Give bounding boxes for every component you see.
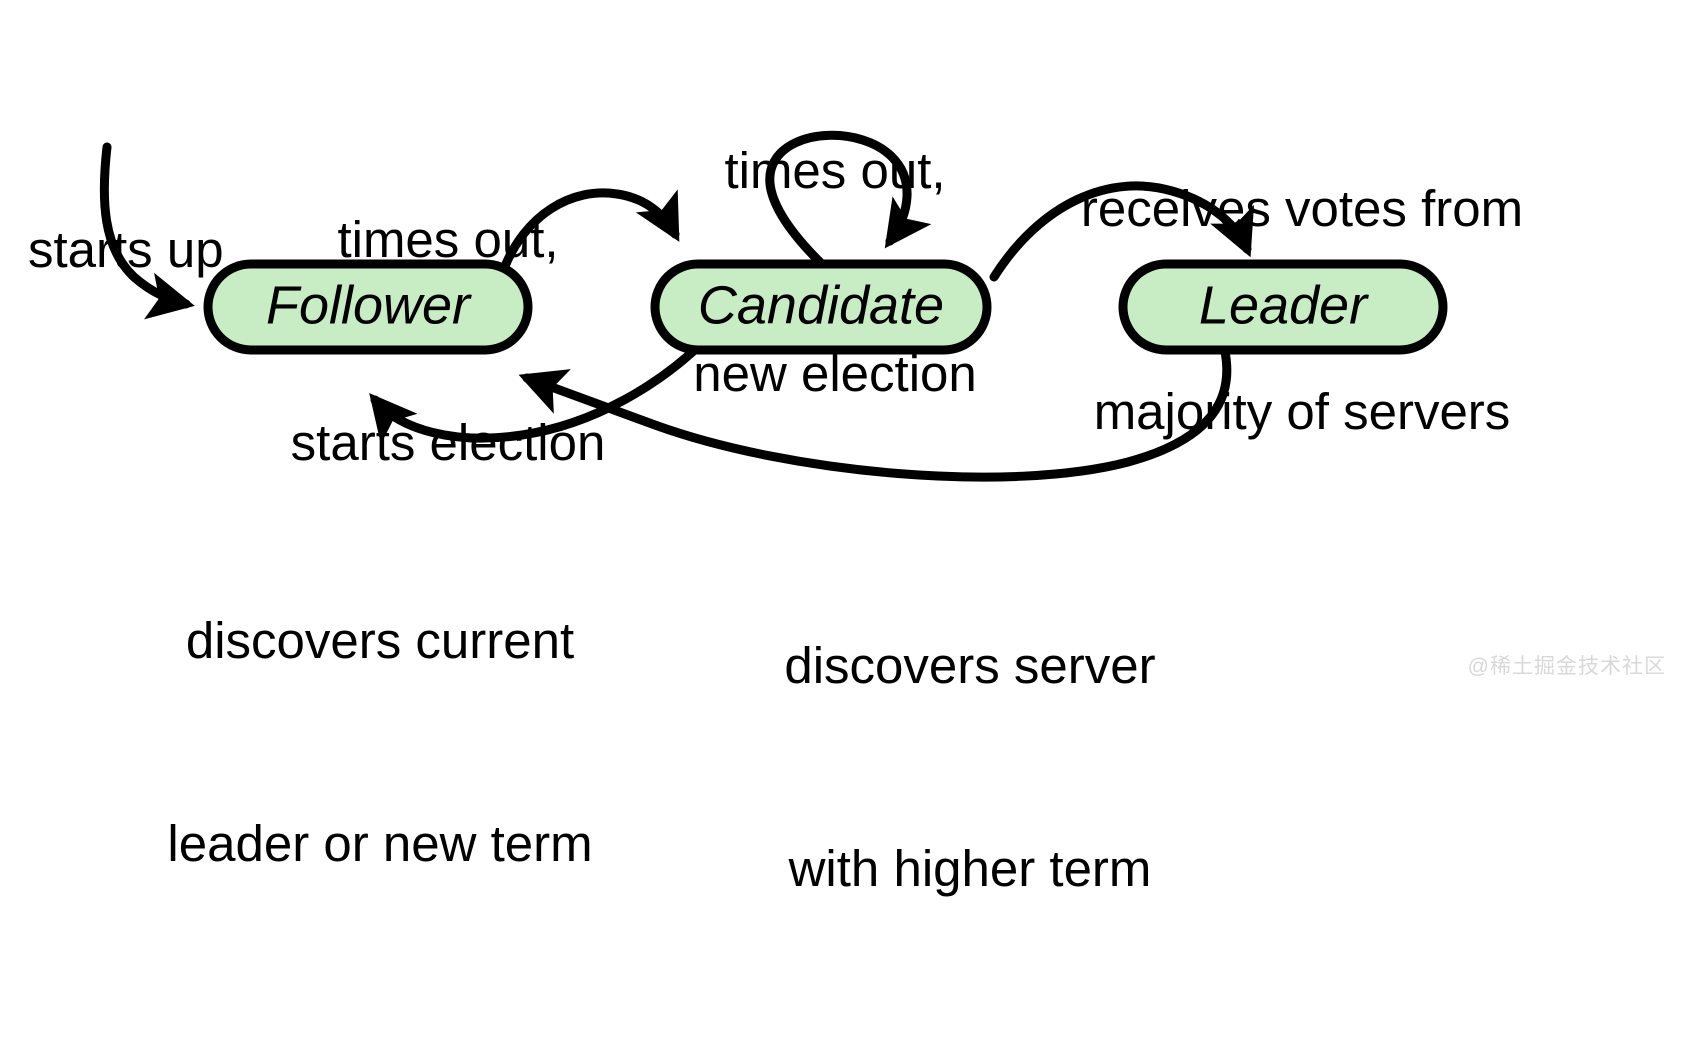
watermark: @稀土掘金技术社区 xyxy=(1467,655,1666,678)
edge-label-discovers-current-leader: discovers current leader or new term xyxy=(120,471,640,1014)
edge-label-times-out-new-election-line1: times out, xyxy=(724,141,946,199)
state-diagram-svg: Follower Candidate Leader xyxy=(99,130,1448,482)
edge-label-discovers-server-higher-term: discovers server with higher term xyxy=(735,496,1205,1039)
edge-leader-to-follower xyxy=(518,342,1232,482)
diagram-canvas: Follower Candidate Leader starts up time… xyxy=(28,1,1666,898)
edge-follower-to-candidate xyxy=(498,188,680,276)
edge-label-discovers-server-higher-term-line2: with higher term xyxy=(788,840,1152,898)
edge-label-receives-votes: receives votes from majority of servers xyxy=(1032,39,1572,582)
node-leader-label: Leader xyxy=(1199,275,1369,335)
node-candidate[interactable]: Candidate xyxy=(650,259,992,355)
edge-label-receives-votes-line1: receives votes from xyxy=(1080,179,1524,237)
edge-label-times-out-new-election-line2: new election xyxy=(693,345,977,403)
edge-label-discovers-current-leader-line2: leader or new term xyxy=(167,815,593,873)
edge-label-times-out-starts-election-line1: times out, xyxy=(337,210,559,268)
node-leader[interactable]: Leader xyxy=(1118,259,1448,355)
node-candidate-label: Candidate xyxy=(698,275,944,335)
edge-start-to-follower xyxy=(99,142,195,320)
edge-label-times-out-new-election: times out, new election xyxy=(655,1,1015,544)
edge-label-times-out-starts-election-line2: starts election xyxy=(290,414,606,472)
edge-label-discovers-server-higher-term-line1: discovers server xyxy=(784,636,1156,694)
edge-candidate-to-follower xyxy=(369,340,705,445)
edge-candidate-self-loop xyxy=(765,130,932,275)
node-follower[interactable]: Follower xyxy=(203,259,533,355)
edge-label-receives-votes-line2: majority of servers xyxy=(1093,383,1511,441)
edge-label-times-out-starts-election: times out, starts election xyxy=(273,70,623,613)
node-follower-label: Follower xyxy=(266,275,472,335)
edge-label-starts-up: starts up xyxy=(28,80,224,419)
edge-label-discovers-current-leader-line1: discovers current xyxy=(185,611,575,669)
edge-candidate-to-leader xyxy=(989,181,1255,282)
edge-label-starts-up-line1: starts up xyxy=(28,220,224,278)
